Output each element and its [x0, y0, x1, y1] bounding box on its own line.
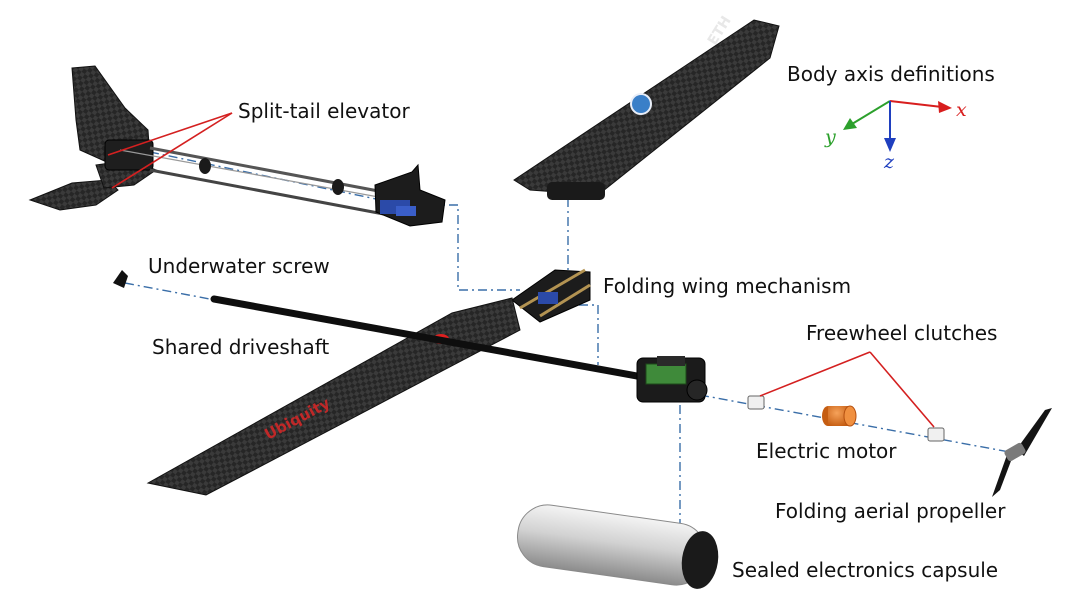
- capsule-body: [516, 504, 708, 586]
- propeller-blade-upper: [1016, 408, 1052, 456]
- z-axis-arrowhead: [884, 138, 896, 152]
- label-freewheel-clutches: Freewheel clutches: [806, 321, 998, 345]
- guide-line-wing-mount-down: [560, 304, 599, 365]
- freewheel-pointers: [759, 351, 935, 428]
- tail-boom-lower: [149, 168, 406, 220]
- tail-boom-thin: [119, 149, 396, 201]
- guide-line-tail-booms: [149, 151, 406, 206]
- upper-wing: ETH: [513, 13, 780, 200]
- drive-components: [747, 395, 945, 442]
- shared-driveshaft: [210, 295, 652, 382]
- split-tail-pointers: [107, 112, 233, 189]
- driveshaft-assembly: [113, 270, 652, 382]
- body-axis-triad: [843, 100, 952, 152]
- mechanism-rod-2: [539, 283, 591, 318]
- tail-servo-bracket: [374, 163, 446, 227]
- freewheel-pointer-2: [869, 351, 935, 428]
- tail-connector-ring-1: [199, 158, 211, 174]
- propeller-blade-lower: [992, 452, 1014, 497]
- mechanism-rod-1: [519, 268, 586, 310]
- label-sealed-electronics-capsule: Sealed electronics capsule: [732, 558, 999, 582]
- y-axis-arrow: [851, 100, 891, 125]
- underwater-screw: [113, 270, 128, 288]
- capsule-end-cap: [681, 531, 719, 589]
- upper-wing-root-block: [547, 182, 605, 200]
- propeller-hub: [1004, 442, 1026, 462]
- label-split-tail-elevator: Split-tail elevator: [238, 99, 410, 123]
- folding-aerial-propeller: [992, 408, 1052, 497]
- tail-connector-ring-2: [332, 179, 344, 195]
- axis-label-z: z: [884, 151, 895, 173]
- label-shared-driveshaft: Shared driveshaft: [152, 335, 330, 359]
- gearbox-top: [657, 356, 685, 366]
- tail-servo-2: [396, 206, 416, 216]
- fuselage-gearbox: [636, 356, 708, 403]
- label-underwater-screw: Underwater screw: [148, 254, 330, 278]
- freewheel-clutch-2: [927, 427, 945, 442]
- guide-line-tail-to-fuselage: [430, 204, 520, 291]
- label-electric-motor: Electric motor: [756, 439, 897, 463]
- electric-motor: [822, 405, 857, 427]
- label-folding-aerial-propeller: Folding aerial propeller: [775, 499, 1006, 523]
- label-folding-wing-mechanism: Folding wing mechanism: [603, 274, 852, 298]
- x-axis-arrowhead: [938, 101, 952, 113]
- main-wing: Ubiquity: [146, 297, 521, 496]
- guide-line-underwater-screw: [124, 282, 216, 301]
- tail-hinge-block: [104, 139, 154, 171]
- elevator-left-half: [28, 179, 119, 211]
- main-wing-panel: [146, 297, 521, 496]
- x-axis-arrow: [889, 100, 943, 108]
- axis-label-y: y: [825, 126, 836, 148]
- freewheel-clutch-1: [747, 395, 765, 410]
- guide-line-propeller-axis: [699, 394, 1016, 454]
- pointer-line-2: [111, 112, 233, 189]
- wing-logo-icon: [630, 93, 652, 115]
- split-tail-elevator-assembly: [28, 65, 446, 227]
- sealed-electronics-capsule: [516, 504, 719, 589]
- label-body-axis-definitions: Body axis definitions: [787, 62, 995, 86]
- gearbox-gear: [686, 379, 708, 401]
- folding-wing-mechanism: [511, 268, 591, 323]
- mechanism-servo: [538, 292, 558, 304]
- gearbox-pcb: [645, 363, 687, 385]
- freewheel-pointer-1: [759, 351, 871, 397]
- y-axis-arrowhead: [843, 118, 857, 130]
- tail-boom-upper: [149, 146, 406, 198]
- axis-label-x: x: [956, 99, 967, 121]
- pointer-line-1: [107, 112, 233, 156]
